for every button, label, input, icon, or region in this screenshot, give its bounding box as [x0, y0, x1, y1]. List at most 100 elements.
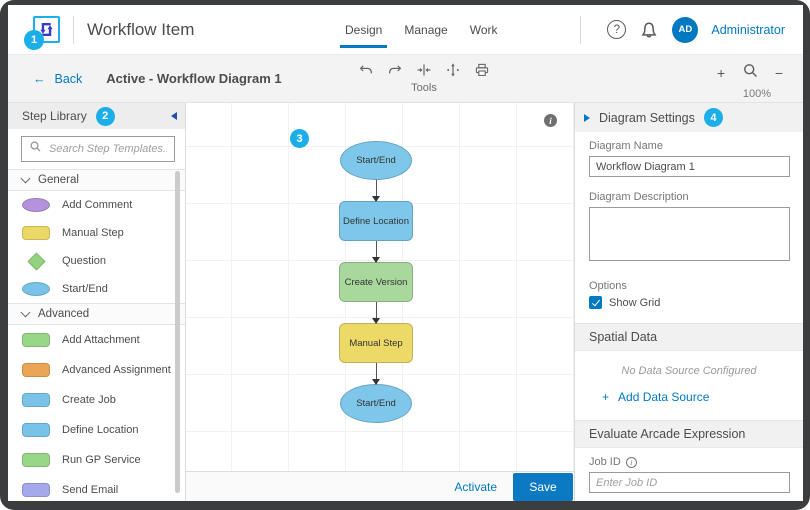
callout-3-badge: 3: [290, 129, 309, 148]
diagram-settings-body: Diagram Name Diagram Description Options…: [575, 132, 803, 323]
node-manual-step[interactable]: Manual Step: [339, 323, 413, 363]
step-template-run-gp-service[interactable]: Run GP Service: [8, 445, 185, 475]
rect-shape-icon: [22, 453, 50, 467]
help-icon[interactable]: ?: [607, 20, 627, 39]
ellipse-shape-icon: [22, 198, 50, 212]
step-library-panel: Step Library 2 General Add Comment: [8, 103, 186, 501]
step-template-add-comment[interactable]: Add Comment: [8, 191, 185, 219]
user-name[interactable]: Administrator: [711, 22, 785, 37]
job-id-input[interactable]: [589, 472, 790, 493]
user-avatar[interactable]: AD: [672, 16, 699, 43]
node-create-version[interactable]: Create Version: [339, 262, 413, 302]
diagram-settings-header: Diagram Settings 4: [575, 103, 803, 132]
header-divider: [73, 15, 74, 44]
connector-arrow: [372, 363, 380, 385]
tab-work[interactable]: Work: [469, 22, 498, 37]
notifications-bell-icon[interactable]: [639, 20, 659, 40]
section-general[interactable]: General: [8, 169, 185, 191]
rect-shape-icon: [22, 363, 50, 377]
activate-button[interactable]: Activate: [454, 479, 497, 494]
app-header: 1 Workflow Item Design Manage Work ? AD …: [8, 5, 803, 55]
job-id-info-icon[interactable]: i: [625, 456, 637, 468]
zoom-out-icon[interactable]: −: [774, 65, 783, 81]
diamond-shape-icon: [26, 251, 46, 271]
save-button[interactable]: Save: [513, 472, 573, 501]
step-template-advanced-assignment[interactable]: Advanced Assignment: [8, 355, 185, 385]
tab-design[interactable]: Design: [339, 5, 388, 54]
node-start-end-2[interactable]: Start/End: [340, 384, 412, 423]
diagram-name-label: Diagram Name: [589, 140, 663, 152]
diagram-description-input[interactable]: [589, 207, 790, 261]
diagram-canvas[interactable]: 3 i Start/End Define Location Create Ver…: [186, 103, 574, 471]
options-label: Options: [589, 280, 627, 292]
section-advanced[interactable]: Advanced: [8, 303, 185, 325]
add-data-source-button[interactable]: + Add Data Source: [602, 390, 710, 404]
show-grid-checkbox[interactable]: [589, 296, 602, 309]
app-window: 1 Workflow Item Design Manage Work ? AD …: [8, 5, 803, 501]
diagram-name-input[interactable]: [589, 156, 790, 177]
step-template-define-location[interactable]: Define Location: [8, 415, 185, 445]
back-button[interactable]: ← Back: [33, 71, 83, 86]
search-icon: [29, 140, 42, 158]
search-step-templates-input[interactable]: [49, 143, 167, 155]
arcade-expression-body: Job ID i: [575, 448, 803, 493]
collapse-right-panel-icon[interactable]: [584, 113, 590, 122]
zoom-in-icon[interactable]: +: [717, 65, 726, 81]
callout-1-badge: 1: [24, 30, 44, 50]
align-horizontal-icon[interactable]: [416, 62, 432, 78]
step-template-start-end[interactable]: Start/End: [8, 275, 185, 303]
node-define-location[interactable]: Define Location: [339, 201, 413, 241]
tools-label: Tools: [411, 82, 437, 94]
undo-icon[interactable]: [358, 62, 374, 78]
main-tabs: Design Manage Work: [339, 5, 498, 54]
step-template-add-attachment[interactable]: Add Attachment: [8, 325, 185, 355]
diagram-description-label: Diagram Description: [589, 191, 689, 203]
step-library-title: Step Library: [22, 109, 87, 123]
no-data-source-text: No Data Source Configured: [621, 365, 757, 377]
print-icon[interactable]: [474, 62, 490, 78]
header-divider: [580, 15, 582, 44]
diagram-toolbar: ← Back Active - Workflow Diagram 1: [8, 55, 803, 103]
step-template-send-email[interactable]: Send Email: [8, 475, 185, 501]
canvas-info-icon[interactable]: i: [544, 114, 557, 127]
rect-shape-icon: [22, 333, 50, 347]
job-id-label: Job ID: [589, 456, 621, 468]
step-template-list: General Add Comment Manual Step Question…: [8, 169, 185, 501]
collapse-left-panel-icon[interactable]: [171, 112, 177, 120]
rect-shape-icon: [22, 423, 50, 437]
step-template-create-job[interactable]: Create Job: [8, 385, 185, 415]
connector-arrow: [372, 302, 380, 324]
rect-shape-icon: [22, 226, 50, 240]
chevron-down-icon: [20, 307, 31, 318]
diagram-settings-title: Diagram Settings: [599, 110, 695, 125]
distribute-vertical-icon[interactable]: [445, 62, 461, 78]
rect-shape-icon: [22, 483, 50, 497]
plus-icon: +: [602, 390, 610, 404]
app-logo: 1: [24, 16, 60, 50]
magnifier-icon[interactable]: [742, 62, 759, 84]
canvas-footer: Activate Save: [186, 471, 574, 501]
redo-icon[interactable]: [387, 62, 403, 78]
show-grid-label: Show Grid: [609, 296, 661, 309]
sidebar-scrollbar[interactable]: [175, 171, 180, 493]
spatial-data-body: No Data Source Configured + Add Data Sou…: [575, 351, 803, 420]
connector-arrow: [372, 241, 380, 263]
diagram-canvas-column: 3 i Start/End Define Location Create Ver…: [186, 103, 574, 501]
rect-shape-icon: [22, 393, 50, 407]
callout-4-badge: 4: [703, 108, 723, 127]
step-library-header: Step Library 2: [8, 103, 185, 129]
workflow-flowchart: Start/End Define Location Create Version…: [339, 141, 413, 423]
callout-2-badge: 2: [95, 106, 115, 126]
zoom-controls: + − 100%: [715, 62, 785, 100]
diagram-settings-panel: Diagram Settings 4 Diagram Name Diagram …: [574, 103, 803, 501]
step-template-manual-step[interactable]: Manual Step: [8, 219, 185, 247]
connector-arrow: [372, 180, 380, 202]
back-arrow-icon: ←: [33, 71, 46, 86]
tools-group: Tools: [358, 62, 490, 94]
arcade-expression-header: Evaluate Arcade Expression: [575, 420, 803, 448]
tab-manage[interactable]: Manage: [404, 22, 448, 37]
node-start-end[interactable]: Start/End: [340, 141, 412, 180]
chevron-down-icon: [20, 173, 31, 184]
step-template-question[interactable]: Question: [8, 247, 185, 275]
